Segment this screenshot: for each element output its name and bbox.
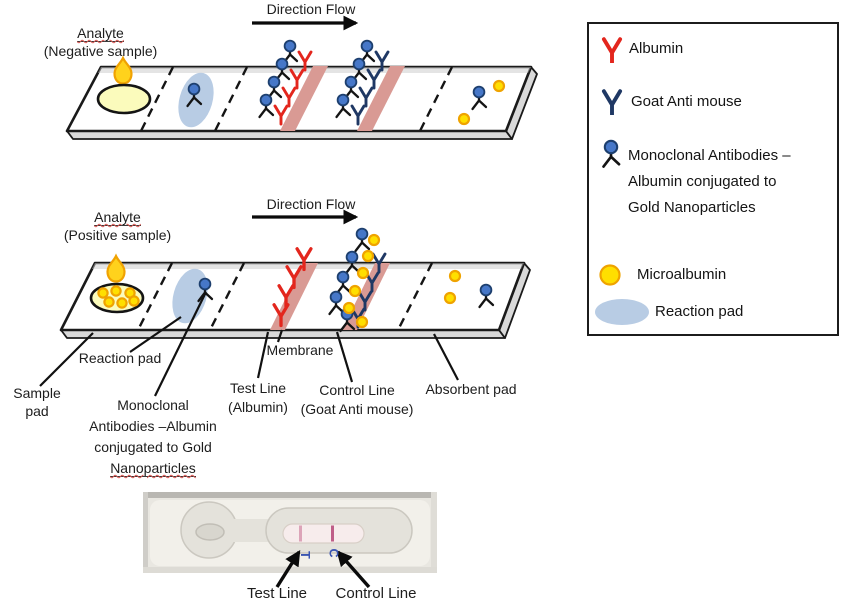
monoclonal-antibodies-label: Monoclonal Antibodies –Albumin conjugate… [89, 397, 217, 477]
negative-sample-word: (Negative sample) [43, 43, 158, 59]
legend-box: Albumin Goat Anti mouse Monoclonal Antib… [587, 22, 839, 336]
control-line-pointer-arrow [336, 550, 371, 589]
analyte-negative-label: Analyte (Negative sample) [28, 24, 173, 60]
sample-port [195, 523, 225, 541]
photo-test-line [299, 525, 302, 542]
t-marker: T [297, 551, 312, 559]
photo-test-line-label: Test Line [246, 585, 308, 602]
microalbumin-icon [599, 264, 621, 286]
cassette-photo [143, 492, 437, 589]
legend-goat-anti-mouse-label: Goat Anti mouse [631, 93, 742, 110]
c-marker: C [326, 548, 341, 558]
photo-control-line-label: Control Line [335, 585, 417, 602]
legend-microalbumin-label: Microalbumin [637, 266, 727, 283]
monoclonal-gold-icon [602, 139, 621, 168]
analyte-positive-label: Analyte (Positive sample) [45, 208, 190, 244]
sample-pad-ellipse [96, 83, 152, 115]
membrane-label: Membrane [266, 342, 334, 358]
direction-flow-label-bottom: Direction Flow [266, 196, 356, 212]
absorbent-pad-content [443, 269, 495, 309]
reaction-pad-icon [595, 299, 649, 325]
droplet-icon [106, 254, 126, 283]
control-line-label: Control Line (Goat Anti mouse) [300, 382, 414, 417]
absorbent-pad-label: Absorbent pad [425, 381, 517, 397]
positive-strip [59, 227, 531, 339]
test-line-label: Test Line (Albumin) [228, 380, 288, 415]
legend-monoclonal-label: Monoclonal Antibodies –Albumin conjugate… [628, 147, 791, 216]
reaction-pad-label: Reaction pad [78, 350, 162, 366]
callout-lines [39, 291, 459, 397]
photo-control-line [331, 525, 334, 542]
test-line-band [280, 66, 328, 131]
sample-pad-label: Sample pad [13, 385, 61, 419]
result-window [282, 523, 365, 544]
direction-flow-label-top: Direction Flow [266, 1, 356, 17]
negative-strip [65, 39, 538, 140]
positive-sample-word: (Positive sample) [63, 227, 172, 243]
analyte-word: Analyte [94, 209, 141, 226]
control-line-band [357, 66, 405, 131]
droplet-icon [113, 56, 133, 85]
albumin-y-icon [601, 37, 623, 63]
test-line-pointer-arrow [275, 550, 301, 588]
legend-albumin-label: Albumin [629, 40, 684, 57]
control-line-complexes [328, 227, 387, 333]
goat-anti-mouse-y-icon [601, 89, 623, 115]
absorbent-pad-content [457, 79, 506, 126]
legend-reaction-pad-label: Reaction pad [655, 303, 744, 320]
microalbumin-in-sample [97, 285, 140, 309]
analyte-word: Analyte [77, 25, 124, 42]
reaction-pad-ellipse [172, 268, 208, 324]
